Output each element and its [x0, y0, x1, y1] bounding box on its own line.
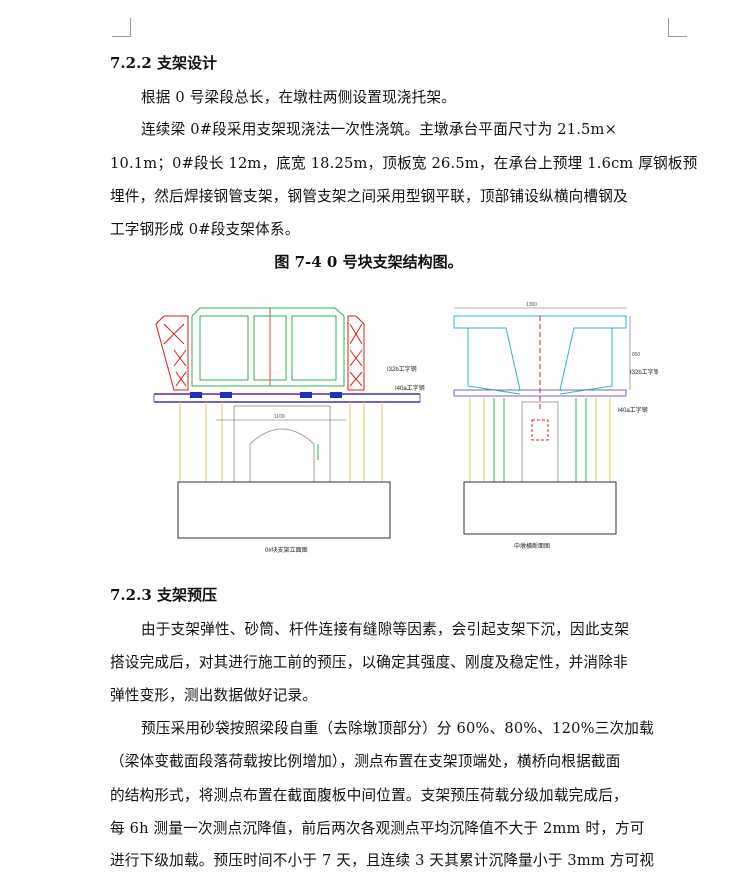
page-corner-mark-left	[112, 18, 131, 37]
section-heading-7-2-3: 7.2.3 支架预压	[110, 586, 217, 604]
cross-section-view	[453, 307, 631, 535]
i32b-label-right: I32b工字钢	[630, 368, 658, 376]
paragraph-line: 埋件，然后焊接钢管支架，钢管支架之间采用型钢平联，顶部铺设纵横向槽钢及	[110, 188, 628, 205]
page-corner-mark-right	[668, 18, 687, 37]
cross-section-title: 中墩横断面图	[514, 542, 550, 550]
paragraph-line: 工字钢形成 0#段支架体系。	[110, 221, 300, 238]
elevation-title: 0#块支架立面图	[265, 546, 308, 554]
cross-top-dim: 1300	[526, 302, 537, 308]
paragraph-line: 10.1m；0#段长 12m，底宽 18.25m，顶板宽 26.5m，在承台上预…	[110, 155, 698, 172]
span-dim-label: 1100	[274, 414, 285, 420]
paragraph-line: 连续梁 0#段采用支架现浇法一次性浇筑。主墩承台平面尺寸为 21.5m×	[141, 121, 617, 138]
paragraph-line: 根据 0 号梁段总长，在墩柱两侧设置现浇托架。	[141, 89, 457, 106]
paragraph-line: 每 6h 测量一次测点沉降值，前后两次各观测点平均沉降值不大于 2mm 时，方可	[110, 820, 645, 837]
i40a-label-left: I40a工字钢	[395, 384, 425, 392]
paragraph-line: 搭设完成后，对其进行施工前的预压，以确定其强度、刚度及稳定性，并消除非	[110, 654, 628, 671]
elevation-view	[153, 307, 421, 539]
bracket-structure-drawing: I32b工字钢 I40a工字钢 1100 0#块支架立面图	[150, 294, 660, 562]
i40a-label-right: I40a工字钢	[618, 406, 648, 414]
i32b-label-left: I32b工字钢	[387, 365, 417, 373]
section-heading-7-2-2: 7.2.2 支架设计	[110, 54, 217, 72]
paragraph-line: 由于支架弹性、砂筒、杆件连接有缝隙等因素，会引起支架下沉，因此支架	[141, 621, 630, 638]
paragraph-line: 预压采用砂袋按照梁段自重（去除墩顶部分）分 60%、80%、120%三次加载	[141, 720, 654, 737]
paragraph-line: 弹性变形，测出数据做好记录。	[110, 687, 318, 704]
paragraph-line: 进行下级加载。预压时间不小于 7 天，且连续 3 天其累计沉降量小于 3mm 方…	[110, 852, 655, 869]
cross-height-dim: 850	[632, 352, 641, 358]
paragraph-line: 的结构形式，将测点布置在截面腹板中间位置。支架预压荷载分级加载完成后，	[110, 787, 628, 804]
paragraph-line: （梁体变截面段落荷载按比例增加），测点布置在支架顶端处，横桥向根据截面	[110, 753, 621, 770]
figure-caption: 图 7-4 0 号块支架结构图。	[274, 253, 463, 271]
